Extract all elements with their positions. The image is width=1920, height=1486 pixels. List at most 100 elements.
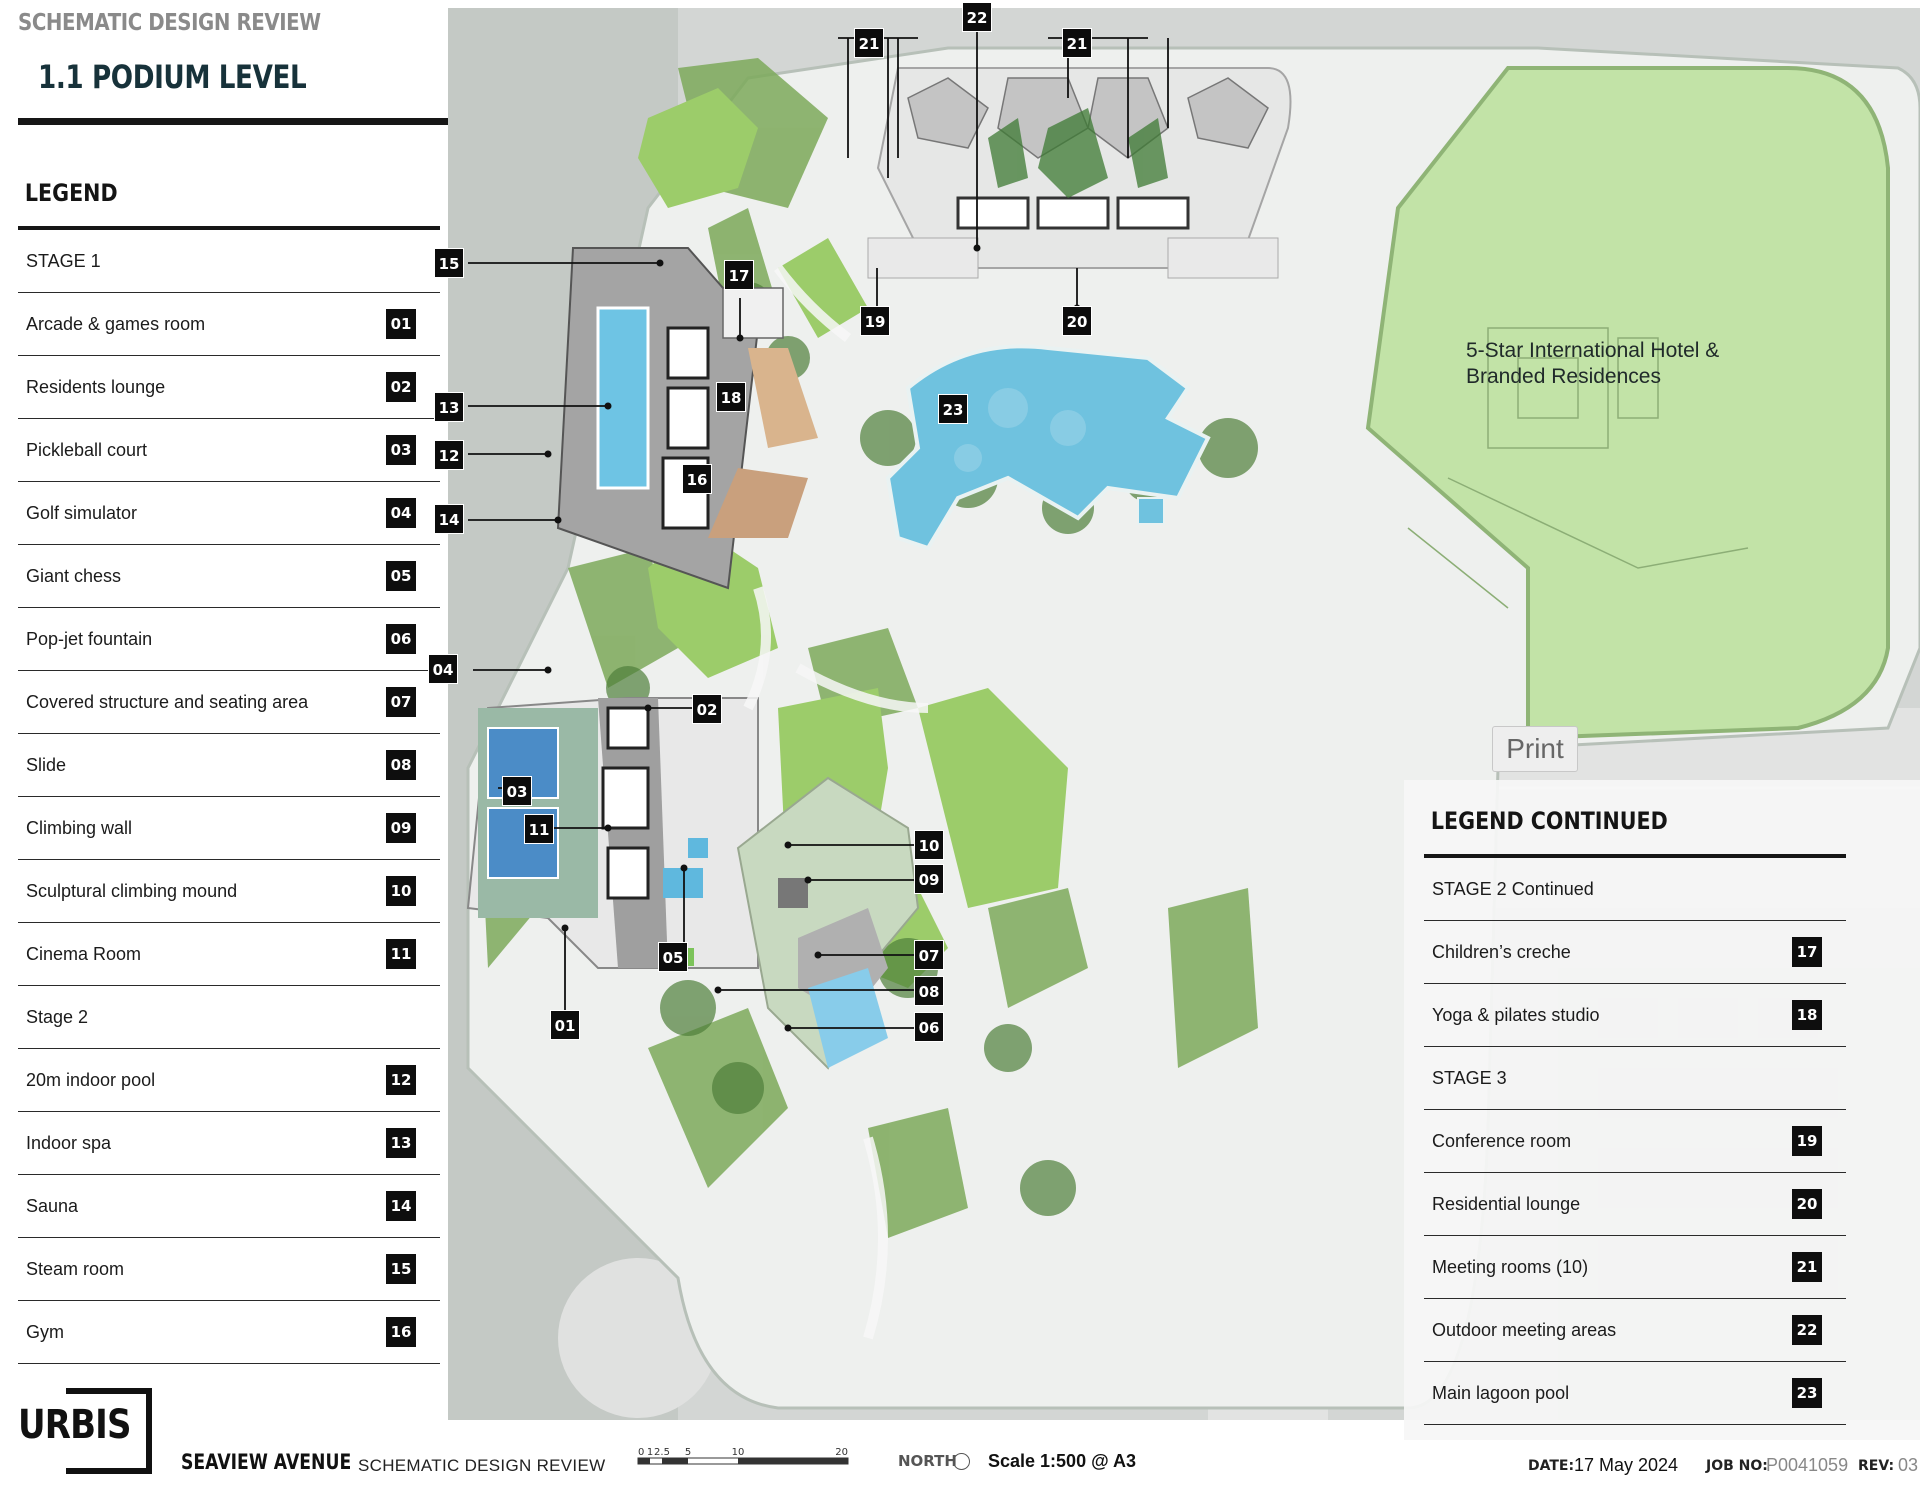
- legend-row-code: 14: [386, 1191, 416, 1221]
- scale-tick-label: 5: [685, 1447, 691, 1458]
- legend-heading-rule: [18, 226, 440, 230]
- legend-row: Meeting rooms (10) 21: [1424, 1236, 1846, 1299]
- header-rule: [18, 118, 448, 125]
- legend-row-code: 19: [1792, 1126, 1822, 1156]
- project-subtitle: SCHEMATIC DESIGN REVIEW: [358, 1456, 606, 1475]
- legend-row-label: STAGE 1: [26, 250, 101, 271]
- north-label: NORTH: [898, 1452, 957, 1470]
- legend-row: Cinema Room 11: [18, 923, 440, 986]
- legend-row-code: 01: [386, 309, 416, 339]
- legend-row-label: Sauna: [26, 1195, 79, 1216]
- callout-19[interactable]: 19: [860, 306, 890, 336]
- legend-row-code: 21: [1792, 1252, 1822, 1282]
- legend-row-label: STAGE 3: [1432, 1067, 1507, 1088]
- callout-03[interactable]: 03: [502, 776, 532, 806]
- legend-row-label: Pop-jet fountain: [26, 628, 153, 649]
- callout-14[interactable]: 14: [434, 504, 464, 534]
- callout-22-top[interactable]: 22: [962, 2, 992, 32]
- legend-row: Covered structure and seating area 07: [18, 671, 440, 734]
- legend-row-code: 08: [386, 750, 416, 780]
- legend-row: Sauna 14: [18, 1175, 440, 1238]
- scale-tick-label: 1: [647, 1447, 653, 1458]
- callout-20[interactable]: 20: [1062, 306, 1092, 336]
- legend-row-label: Steam room: [26, 1258, 125, 1279]
- legend-heading: LEGEND: [24, 179, 118, 207]
- callout-07[interactable]: 07: [914, 940, 944, 970]
- callout-18[interactable]: 18: [716, 382, 746, 412]
- legend-row: Steam room 15: [18, 1238, 440, 1301]
- urbis-logo: URBIS: [18, 1402, 131, 1448]
- legend-row-label: Climbing wall: [26, 817, 133, 838]
- callout-06[interactable]: 06: [914, 1012, 944, 1042]
- legend-row-label: Covered structure and seating area: [26, 691, 309, 712]
- legend-row-code: 13: [386, 1128, 416, 1158]
- legend-stage-row: STAGE 2 Continued: [1424, 858, 1846, 921]
- hotel-label-line1: 5-Star International Hotel &: [1466, 339, 1720, 362]
- hotel-label-line2: Branded Residences: [1466, 365, 1661, 388]
- project-name: SEAVIEW AVENUE: [181, 1450, 352, 1474]
- scale-tick-label: 2.5: [654, 1447, 670, 1458]
- legend-row-label: Yoga & pilates studio: [1432, 1004, 1600, 1025]
- header-kicker: SCHEMATIC DESIGN REVIEW: [18, 10, 321, 36]
- legend-row: Pickleball court 03: [18, 419, 440, 482]
- legend-row-code: 11: [386, 939, 416, 969]
- legend-row-code: 07: [386, 687, 416, 717]
- legend-row-label: Residential lounge: [1432, 1193, 1581, 1214]
- legend-row-code: 15: [386, 1254, 416, 1284]
- legend-row-code: 10: [386, 876, 416, 906]
- legend-row-label: Pickleball court: [26, 439, 148, 460]
- callout-05[interactable]: 05: [658, 942, 688, 972]
- callout-21-right[interactable]: 21: [1062, 28, 1092, 58]
- legend-row-code: 17: [1792, 937, 1822, 967]
- callout-21-left[interactable]: 21: [854, 28, 884, 58]
- hotel-site-label: 5-Star International Hotel & Branded Res…: [1466, 338, 1766, 390]
- legend-continued-heading: LEGEND CONTINUED: [1430, 807, 1668, 835]
- legend-row-code: 22: [1792, 1315, 1822, 1345]
- print-button[interactable]: Print: [1492, 726, 1578, 772]
- legend-continued-backdrop: [1404, 780, 1920, 1440]
- legend-row-label: 20m indoor pool: [26, 1069, 156, 1090]
- callout-01[interactable]: 01: [550, 1010, 580, 1040]
- callout-15[interactable]: 15: [434, 248, 464, 278]
- scale-tick-label: 0: [638, 1447, 644, 1458]
- legend-row-label: Indoor spa: [26, 1132, 112, 1153]
- date-value: 17 May 2024: [1574, 1455, 1679, 1475]
- callout-09[interactable]: 09: [914, 864, 944, 894]
- callout-23[interactable]: 23: [938, 394, 968, 424]
- scale-tick-label: 10: [732, 1447, 745, 1458]
- legend-row-label: Cinema Room: [26, 943, 142, 964]
- callout-02[interactable]: 02: [692, 694, 722, 724]
- legend-row-code: 02: [386, 372, 416, 402]
- legend-row-label: Children’s creche: [1432, 941, 1571, 962]
- callout-11[interactable]: 11: [524, 814, 554, 844]
- legend-row-label: Meeting rooms (10): [1432, 1256, 1589, 1277]
- legend-row-label: Golf simulator: [26, 502, 138, 523]
- callout-17[interactable]: 17: [724, 260, 754, 290]
- callout-08[interactable]: 08: [914, 976, 944, 1006]
- legend-row: Indoor spa 13: [18, 1112, 440, 1175]
- scale-tick-label: 20: [835, 1447, 848, 1458]
- callout-04[interactable]: 04: [428, 654, 458, 684]
- legend-row-code: 03: [386, 435, 416, 465]
- callout-16[interactable]: 16: [682, 464, 712, 494]
- legend-row-label: STAGE 2 Continued: [1432, 878, 1594, 899]
- callout-10[interactable]: 10: [914, 830, 944, 860]
- legend-stage-row: STAGE 3: [1424, 1047, 1846, 1110]
- callout-13[interactable]: 13: [434, 392, 464, 422]
- callout-12[interactable]: 12: [434, 440, 464, 470]
